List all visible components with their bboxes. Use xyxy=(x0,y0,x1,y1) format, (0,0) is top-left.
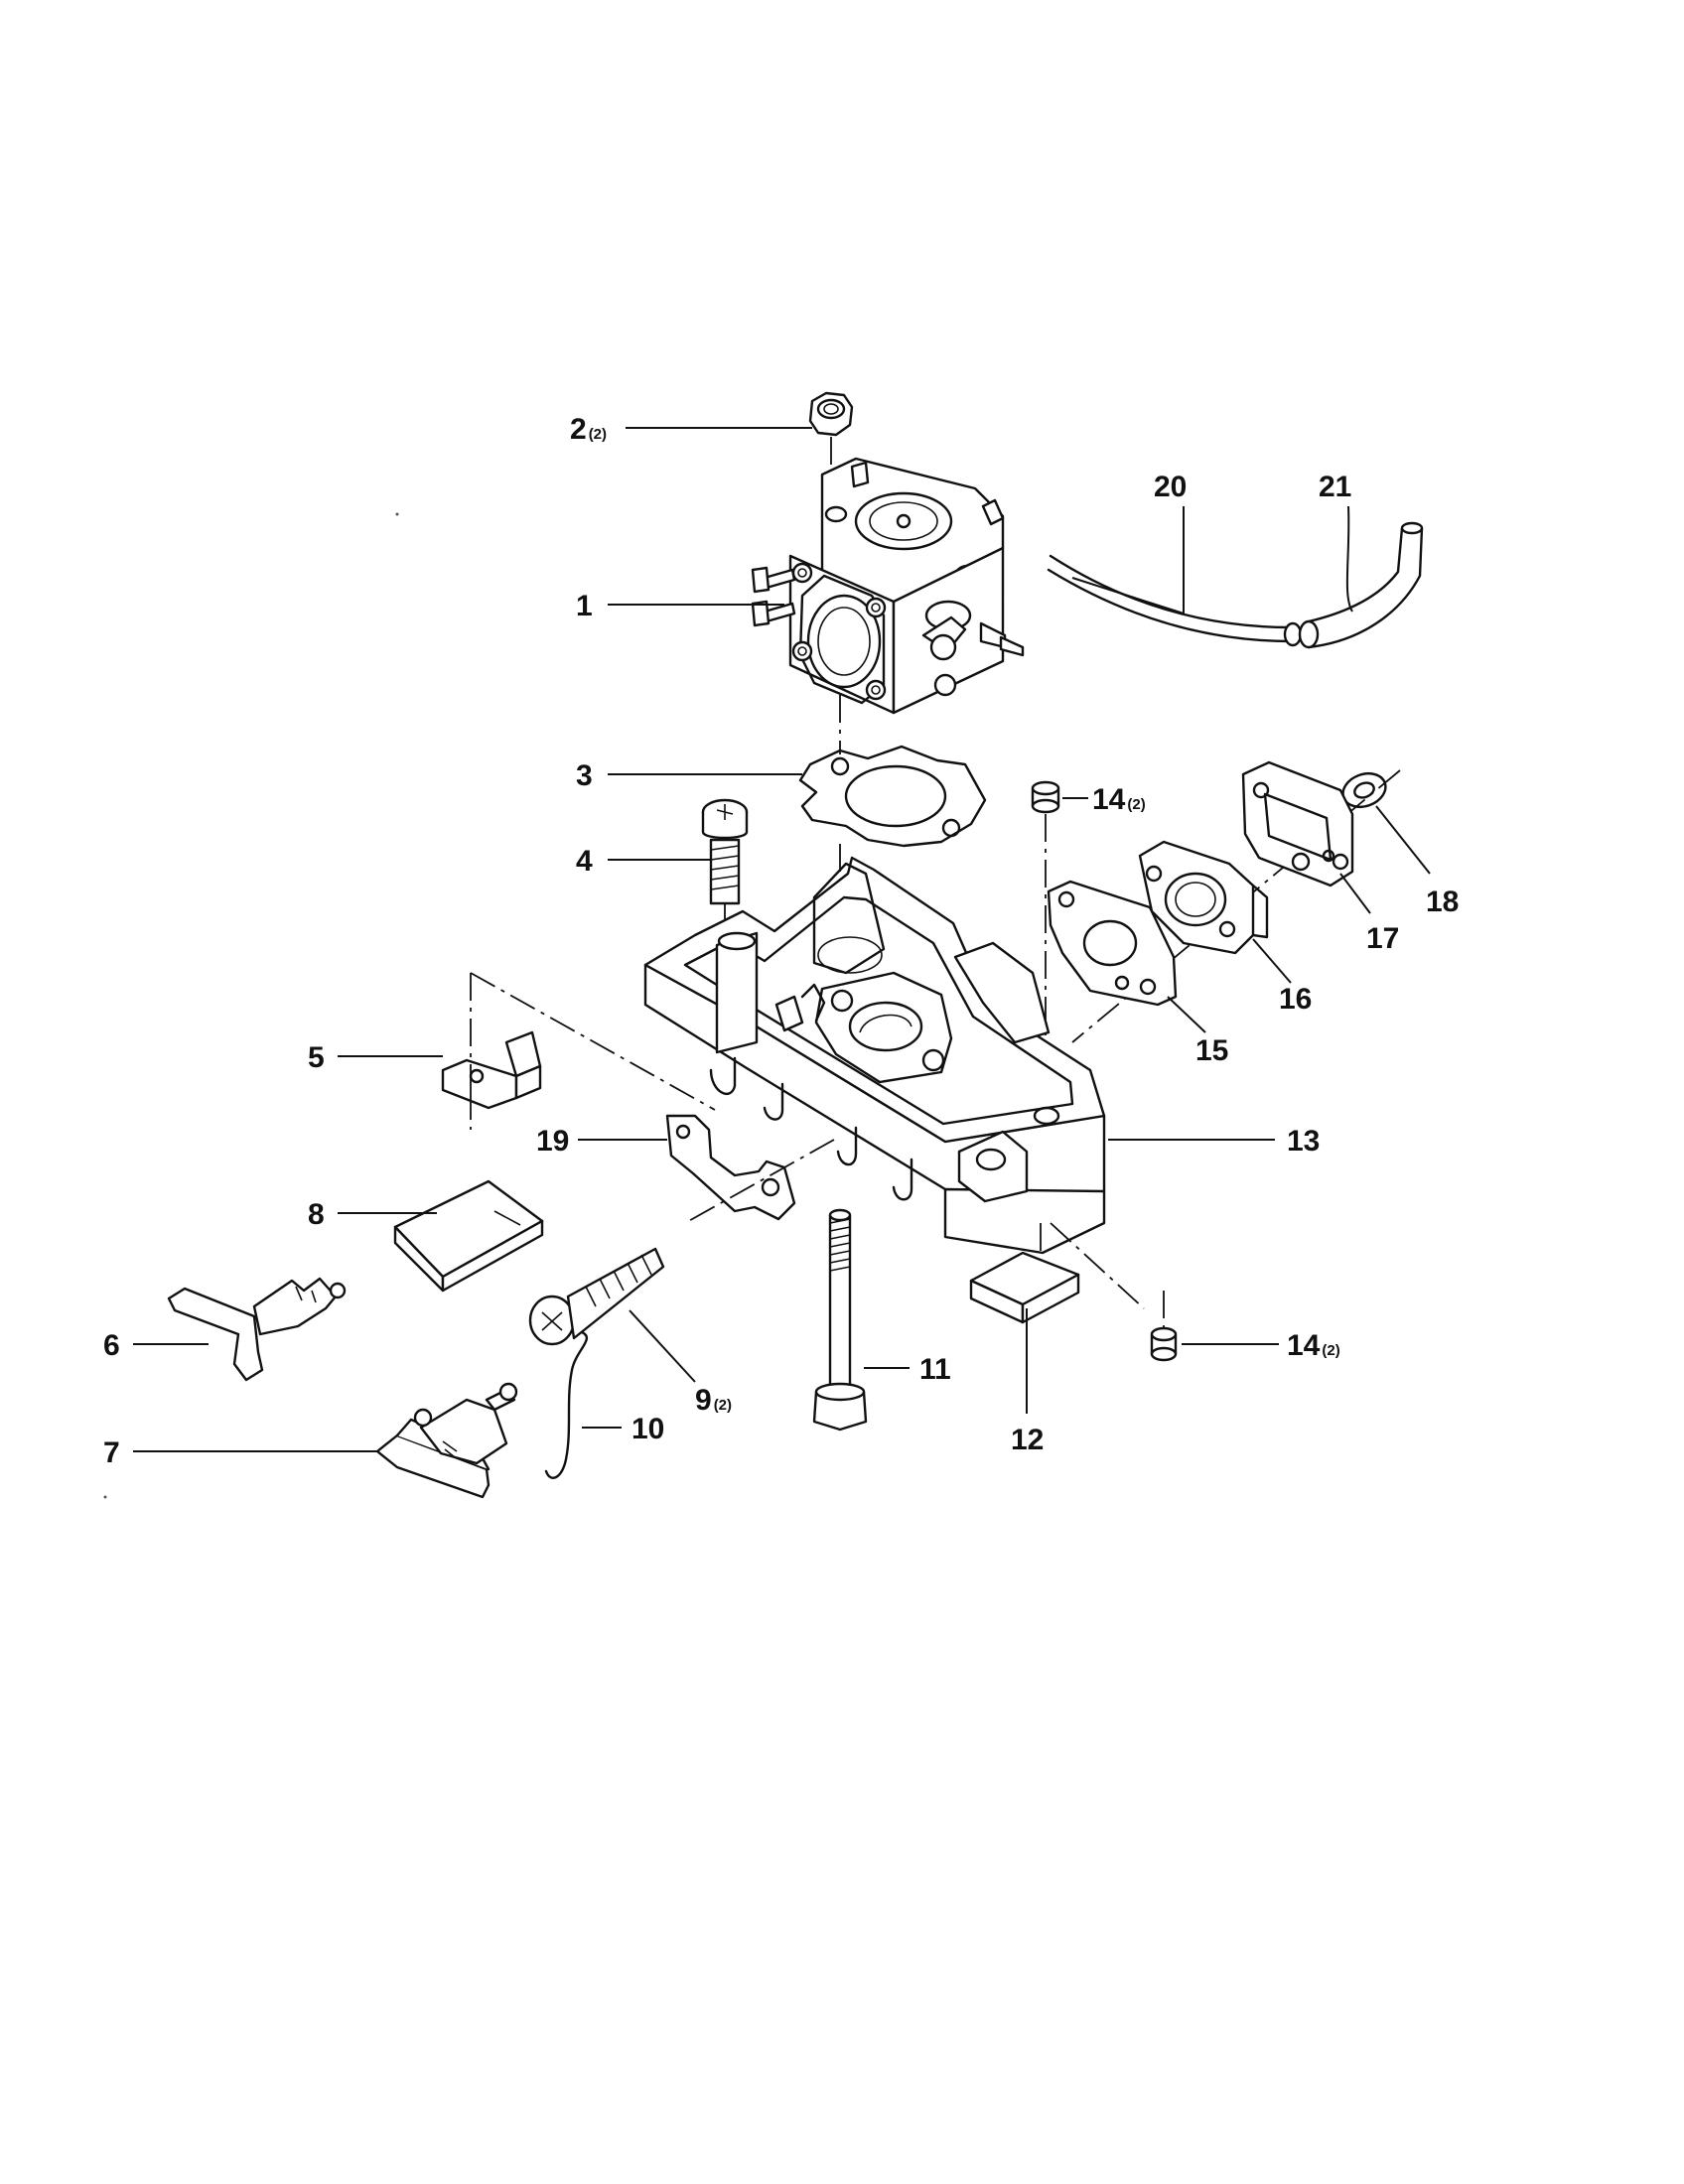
callout-12: 12 xyxy=(1011,1424,1044,1456)
part-8-filter-pad xyxy=(393,1179,544,1293)
part-9-screw xyxy=(528,1247,665,1346)
part-1-carburetor xyxy=(751,457,1025,715)
part-10-wire xyxy=(544,1330,589,1479)
callout-20: 20 xyxy=(1154,471,1187,503)
callout-9: 9(2) xyxy=(695,1384,732,1417)
scan-speck xyxy=(103,1495,107,1499)
callout-16: 16 xyxy=(1279,983,1312,1016)
callout-11: 11 xyxy=(919,1353,951,1386)
callout-21: 21 xyxy=(1319,471,1351,503)
part-20-fuel-line xyxy=(1047,554,1303,647)
leader-lines xyxy=(133,427,1431,1452)
callout-14-bottom: 14(2) xyxy=(1287,1329,1340,1362)
axis-bracket xyxy=(684,1139,835,1224)
callout-19: 19 xyxy=(536,1125,569,1158)
part-11-long-bolt xyxy=(812,1208,868,1432)
scan-speck xyxy=(395,512,399,516)
callout-5: 5 xyxy=(308,1041,325,1074)
part-2-hex-nut xyxy=(808,391,854,437)
part-3-gasket xyxy=(798,745,987,848)
callout-labels: 2(2) 1 20 21 3 14(2) 4 18 17 16 15 5 13 … xyxy=(103,413,1459,1469)
part-4-screw xyxy=(701,798,749,905)
part-7-lever xyxy=(375,1382,518,1499)
part-21-fuel-hose xyxy=(1298,521,1424,649)
callout-6: 6 xyxy=(103,1329,120,1362)
axis-diagonal-left xyxy=(470,972,716,1111)
part-6-choke-lever xyxy=(167,1277,347,1382)
callout-18: 18 xyxy=(1426,886,1459,918)
callout-2: 2(2) xyxy=(570,413,607,446)
part-14-grommet-top xyxy=(1031,780,1060,814)
part-17-flange-gasket xyxy=(1241,760,1354,887)
part-5-clip xyxy=(441,1030,542,1110)
callout-4: 4 xyxy=(576,845,593,878)
callout-1: 1 xyxy=(576,590,593,622)
axis-bottom-right xyxy=(1050,1222,1145,1309)
callout-13: 13 xyxy=(1287,1125,1320,1158)
part-12-pad xyxy=(969,1251,1080,1324)
part-19-bracket xyxy=(665,1114,796,1221)
callout-7: 7 xyxy=(103,1436,120,1469)
callout-10: 10 xyxy=(632,1413,664,1445)
part-14-grommet-bottom xyxy=(1150,1326,1178,1362)
callout-14-top: 14(2) xyxy=(1092,783,1146,816)
callout-15: 15 xyxy=(1195,1034,1228,1067)
part-16-insulator xyxy=(1138,840,1269,955)
part-15-gasket xyxy=(1047,880,1178,1007)
callout-17: 17 xyxy=(1366,922,1399,955)
callout-3: 3 xyxy=(576,759,593,792)
callout-8: 8 xyxy=(308,1198,325,1231)
